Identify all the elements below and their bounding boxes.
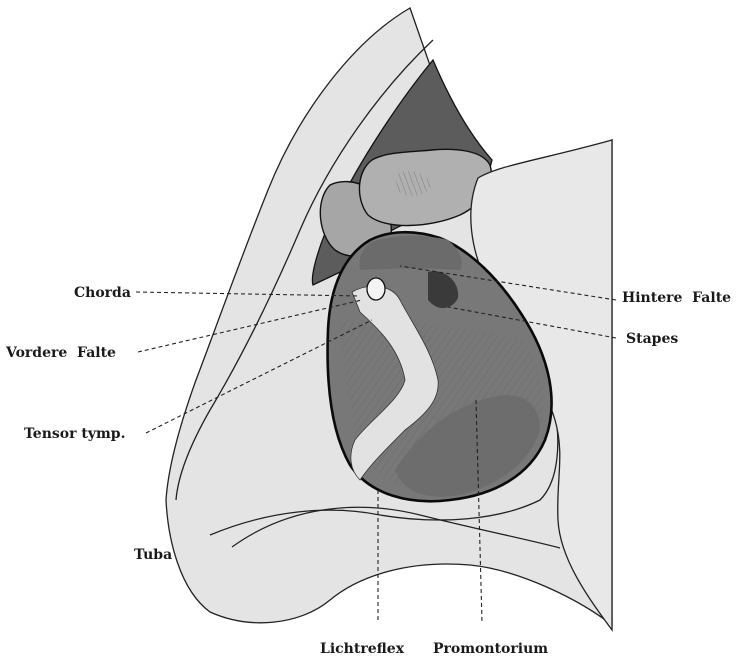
- label-vordere-falte: Vordere Falte: [5, 345, 116, 361]
- label-tensor-tymp: Tensor tymp.: [24, 426, 125, 442]
- label-promontorium: Promontorium: [433, 641, 548, 657]
- label-chorda: Chorda: [74, 285, 131, 301]
- label-lichtreflex: Lichtreflex: [320, 641, 405, 657]
- short-process: [367, 278, 385, 300]
- label-stapes: Stapes: [626, 331, 678, 347]
- label-hintere-falte: Hintere Falte: [622, 290, 731, 306]
- label-tuba: Tuba: [134, 547, 172, 563]
